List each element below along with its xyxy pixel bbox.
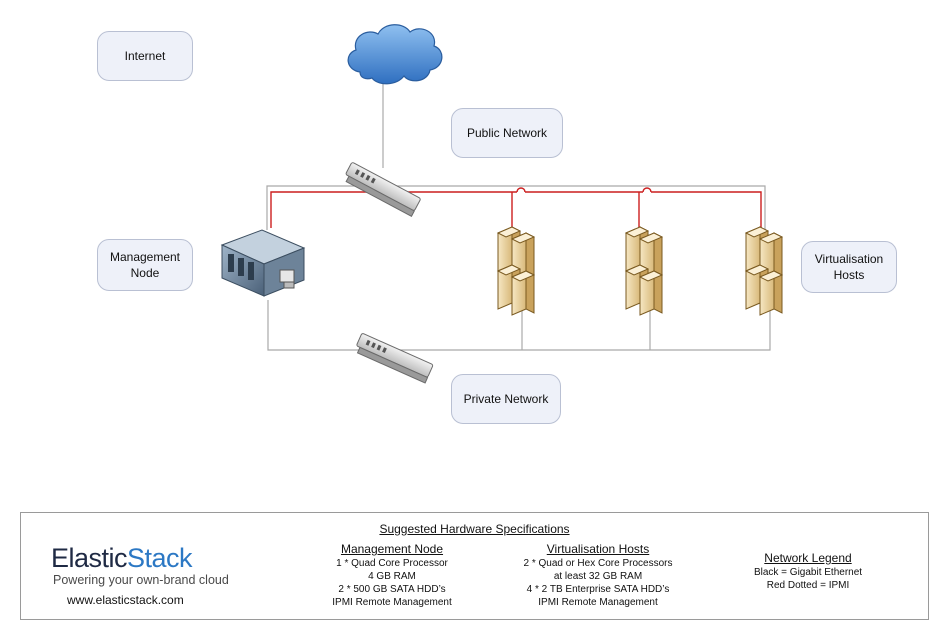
website-link[interactable]: www.elasticstack.com	[67, 593, 184, 607]
server-tower-icon	[758, 270, 784, 316]
private-network-label: Private Network	[451, 374, 561, 424]
elasticstack-logo: ElasticStack	[51, 543, 193, 573]
virtualisation-hosts-label: Virtualisation Hosts	[801, 241, 897, 293]
management-spec: Management Node 1 * Quad Core Processor …	[309, 542, 475, 609]
virtualisation-spec: Virtualisation Hosts 2 * Quad or Hex Cor…	[505, 542, 691, 609]
legend-line: Black = Gigabit Ethernet	[753, 567, 863, 578]
server-tower-group-3	[744, 226, 784, 316]
spec-line: 2 * Quad or Hex Core Processors	[523, 558, 673, 569]
server-tower-icon	[638, 232, 664, 278]
legend-line: Red Dotted = IPMI	[766, 580, 850, 591]
spec-line: 2 * 500 GB SATA HDD’s	[338, 584, 446, 595]
spec-line: at least 32 GB RAM	[553, 571, 643, 582]
spec-line: 4 * 2 TB Enterprise SATA HDD’s	[526, 584, 670, 595]
spec-line: 1 * Quad Core Processor	[336, 558, 448, 569]
spec-line: 4 GB RAM	[368, 571, 416, 582]
spec-title: Suggested Hardware Specifications	[379, 522, 570, 536]
spec-line: IPMI Remote Management	[332, 597, 452, 608]
ethernet-lines	[266, 82, 771, 351]
hardware-spec-panel: Suggested Hardware Specifications Elasti…	[20, 512, 929, 620]
server-tower-group-2	[624, 226, 664, 316]
management-spec-heading: Management Node	[340, 542, 444, 556]
virtualisation-spec-heading: Virtualisation Hosts	[546, 542, 650, 556]
server-tower-icon	[758, 232, 784, 278]
logo-part-2: Stack	[127, 543, 193, 573]
network-diagram	[220, 24, 784, 384]
ipmi-lines	[270, 187, 762, 230]
server-tower-icon	[510, 232, 536, 278]
internet-label: Internet	[97, 31, 193, 81]
public-network-label: Public Network	[451, 108, 563, 158]
logo-tagline: Powering your own-brand cloud	[53, 573, 229, 587]
switch-icon	[345, 162, 421, 217]
switch-icon	[356, 333, 434, 384]
cloud-icon	[347, 24, 443, 85]
legend-heading: Network Legend	[764, 551, 852, 565]
server-tower-group-1	[496, 226, 536, 316]
spec-line: IPMI Remote Management	[538, 597, 658, 608]
logo-part-1: Elastic	[51, 543, 128, 573]
management-node-label: Management Node	[97, 239, 193, 291]
server-tower-icon	[510, 270, 536, 316]
server-tower-icon	[638, 270, 664, 316]
network-legend: Network Legend Black = Gigabit Ethernet …	[733, 551, 883, 592]
management-server-icon	[220, 229, 306, 297]
